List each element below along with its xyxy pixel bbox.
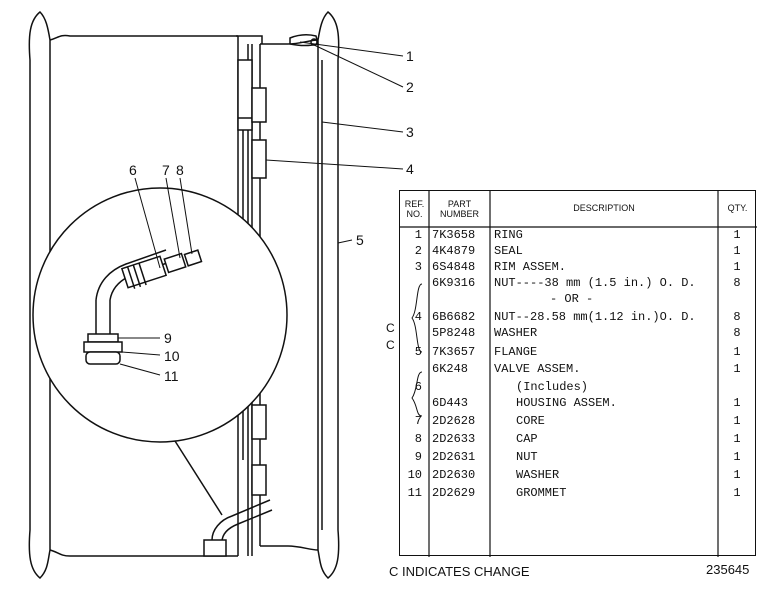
qty-cell: 1: [733, 260, 741, 274]
qty-cell: 8: [733, 310, 741, 324]
part-number-cell: 2D2628: [432, 414, 476, 428]
qty-cell: 1: [733, 432, 741, 446]
part-number-cell: 5P8248: [432, 326, 476, 340]
description-cell: (Includes): [516, 380, 589, 394]
part-number-cell: 2D2631: [432, 450, 476, 464]
table-row: 6D443 HOUSING ASSEM. 1: [400, 395, 757, 412]
header-qty: QTY.: [727, 203, 748, 213]
ref-cell: 11: [407, 486, 422, 500]
table-row: 6K248 VALVE ASSEM. 1: [400, 361, 757, 378]
description-cell: GROMMET: [516, 486, 567, 500]
header-part-number: PART NUMBER: [439, 199, 479, 219]
ref-cell: 5: [414, 345, 422, 359]
qty-cell: 1: [733, 468, 741, 482]
ref-cell: 8: [414, 432, 422, 446]
ref-cell: 9: [414, 450, 422, 464]
callout-leader-lines: [118, 41, 404, 376]
table-row: - OR -: [400, 291, 757, 308]
change-note: C INDICATES CHANGE: [389, 564, 530, 579]
callout-6: 6: [129, 162, 137, 178]
description-cell: NUT: [516, 450, 538, 464]
description-cell: RING: [494, 228, 523, 242]
ref-cell: 10: [407, 468, 422, 482]
callout-3: 3: [406, 124, 414, 140]
callout-9: 9: [164, 330, 172, 346]
ref-cell: 3: [414, 260, 422, 274]
table-row: 9 2D2631 NUT 1: [400, 449, 757, 466]
part-number-cell: 7K3657: [432, 345, 476, 359]
ref-cell: 1: [414, 228, 422, 242]
qty-cell: 1: [733, 244, 741, 258]
qty-cell: 1: [733, 345, 741, 359]
header-ref-no: REF. NO.: [404, 199, 425, 219]
valve-stem-installed: [203, 499, 273, 557]
qty-cell: 8: [733, 326, 741, 340]
ref-cell: 6: [414, 380, 422, 394]
callout-11: 11: [164, 368, 179, 384]
callout-8: 8: [176, 162, 184, 178]
callout-4: 4: [406, 161, 414, 177]
description-cell: FLANGE: [494, 345, 538, 359]
description-cell: WASHER: [494, 326, 538, 340]
callout-2: 2: [406, 79, 414, 95]
callout-1: 1: [406, 48, 414, 64]
description-cell: VALVE ASSEM.: [494, 362, 581, 376]
table-row: 4 6B6682 NUT--28.58 mm(1.12 in.)O. D. 8: [400, 309, 757, 326]
table-row: 7 2D2628 CORE 1: [400, 413, 757, 430]
table-row: 5P8248 WASHER 8: [400, 325, 757, 342]
part-number-cell: 6K248: [432, 362, 469, 376]
table-row: 3 6S4848 RIM ASSEM. 1: [400, 259, 757, 276]
description-cell: RIM ASSEM.: [494, 260, 567, 274]
part-number-cell: 7K3658: [432, 228, 476, 242]
header-description: DESCRIPTION: [573, 203, 635, 213]
part-number-cell: 2D2633: [432, 432, 476, 446]
part-number-cell: 4K4879: [432, 244, 476, 258]
table-row: 10 2D2630 WASHER 1: [400, 467, 757, 484]
part-number-cell: 6K9316: [432, 276, 476, 290]
table-row: 2 4K4879 SEAL 1: [400, 243, 757, 260]
change-mark-1: C: [386, 321, 395, 335]
description-cell: CORE: [516, 414, 545, 428]
ref-cell: 2: [414, 244, 422, 258]
drawing-number: 235645: [706, 562, 750, 577]
qty-cell: 8: [733, 276, 741, 290]
callout-7: 7: [162, 162, 170, 178]
detail-magnifier-circle: [32, 187, 288, 516]
description-cell: NUT--28.58 mm(1.12 in.)O. D.: [494, 310, 696, 324]
part-number-cell: 2D2629: [432, 486, 476, 500]
qty-cell: 1: [733, 228, 741, 242]
description-cell: SEAL: [494, 244, 523, 258]
table-row: 8 2D2633 CAP 1: [400, 431, 757, 448]
left-rim-flange: [28, 10, 238, 580]
description-cell: HOUSING ASSEM.: [516, 396, 617, 410]
qty-cell: 1: [733, 396, 741, 410]
description-cell: WASHER: [516, 468, 560, 482]
description-cell: NUT----38 mm (1.5 in.) O. D.: [494, 276, 696, 290]
ref-cell: 4: [414, 310, 422, 324]
callout-10: 10: [164, 348, 180, 364]
part-number-cell: 6B6682: [432, 310, 476, 324]
part-number-cell: 2D2630: [432, 468, 476, 482]
table-row: 1 7K3658 RING 1: [400, 227, 757, 244]
qty-cell: 1: [733, 486, 741, 500]
part-number-cell: 6S4848: [432, 260, 476, 274]
change-mark-2: C: [386, 338, 395, 352]
description-cell: CAP: [516, 432, 538, 446]
callout-5: 5: [356, 232, 364, 248]
qty-cell: 1: [733, 450, 741, 464]
ref-cell: 7: [414, 414, 422, 428]
table-grid: [400, 191, 757, 557]
table-row: 6K9316 NUT----38 mm (1.5 in.) O. D. 8: [400, 275, 757, 292]
table-row: 5 7K3657 FLANGE 1: [400, 344, 757, 361]
table-row: 11 2D2629 GROMMET 1: [400, 485, 757, 502]
description-cell: - OR -: [550, 292, 594, 306]
part-number-cell: 6D443: [432, 396, 469, 410]
qty-cell: 1: [733, 414, 741, 428]
row-group-brackets: [411, 283, 423, 417]
table-row: 6 (Includes): [400, 379, 757, 396]
qty-cell: 1: [733, 362, 741, 376]
